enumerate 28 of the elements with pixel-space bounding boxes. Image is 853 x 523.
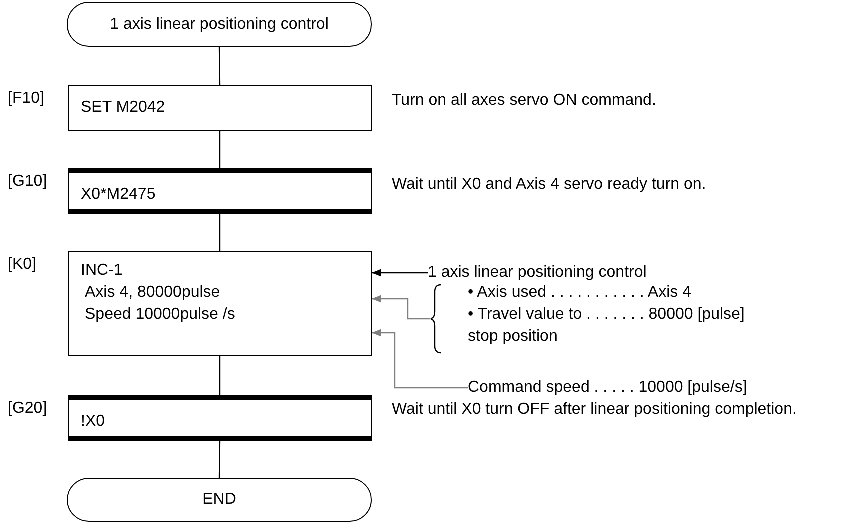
leader-arrow (372, 329, 468, 389)
parameter-text: Speed 10000pulse /s (84, 305, 236, 325)
comment-text: Wait until X0 and Axis 4 servo ready turn on. (392, 175, 706, 195)
terminal-box: END (67, 478, 372, 522)
comment-text: Wait until X0 turn OFF after linear positioning completion. (392, 400, 798, 420)
step-number: [K0] (8, 255, 36, 275)
connector-line (218, 441, 221, 478)
parameter-text: Axis 4, 80000pulse (84, 283, 222, 303)
step-number: [G20] (8, 399, 48, 419)
connector-line (218, 47, 221, 85)
instruction-text: INC-1 (81, 261, 124, 281)
transition-box: !X0 (68, 395, 372, 441)
annotation-text: 1 axis linear positioning control (428, 262, 647, 284)
leader-arrow (372, 295, 430, 320)
terminal-box: 1 axis linear positioning control (67, 2, 372, 47)
annotation-text: • Axis used . . . . . . . . . . . Axis 4 (468, 283, 692, 303)
connector-line (219, 131, 221, 168)
annotation-text: • Travel value to . . . . . . . 80000 [pulse] stop position (468, 305, 746, 347)
step-box: SET M2042 (68, 85, 372, 131)
step-number: [F10] (8, 89, 44, 109)
connector-line (219, 214, 221, 251)
comment-text: Turn on all axes servo ON command. (392, 91, 656, 111)
transition-box: X0*M2475 (68, 168, 372, 214)
step-box (68, 251, 372, 356)
annotation-text: Command speed . . . . . 10000 [pulse/s] (468, 377, 748, 399)
step-number: [G10] (8, 172, 48, 192)
connector-line (219, 356, 221, 395)
leader-arrow (372, 269, 428, 277)
